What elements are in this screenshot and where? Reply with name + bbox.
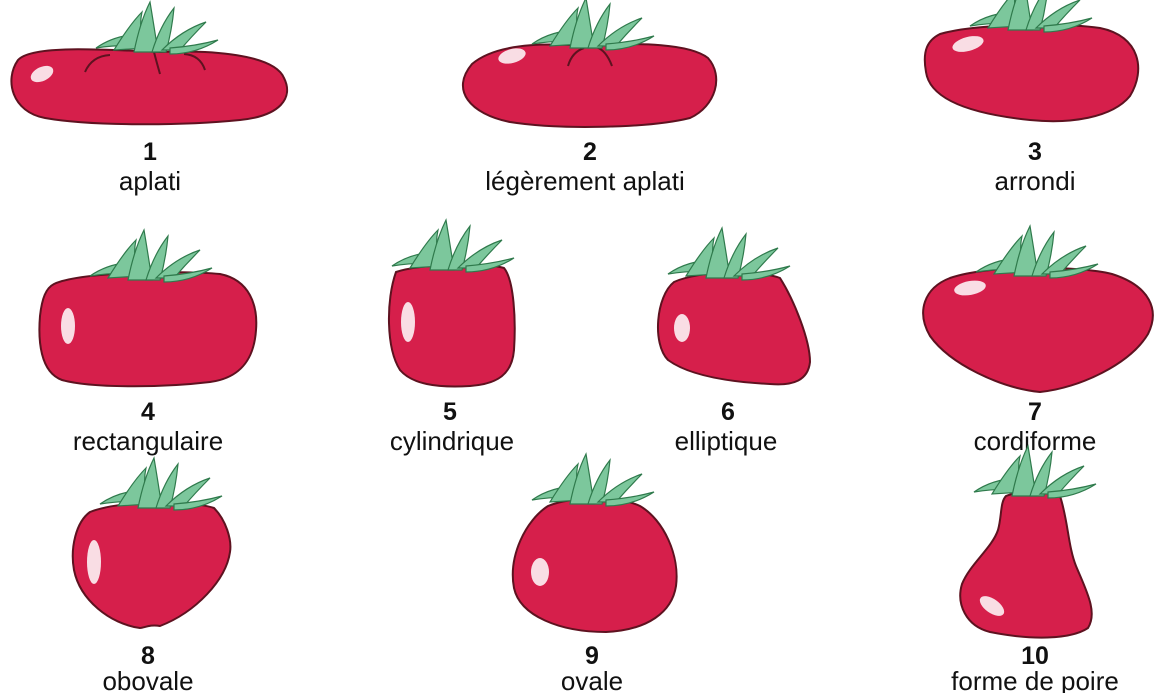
tomato-number-7: 7 — [1028, 398, 1042, 426]
tomato-label-8: obovale — [102, 666, 193, 693]
elliptic-tomato-icon — [658, 228, 810, 384]
tomato-label-1: aplati — [119, 166, 181, 196]
tomato-item-1: 1 aplati — [11, 2, 287, 196]
tomato-item-8: 8 obovale — [73, 458, 231, 693]
tomato-label-2: légèrement aplati — [485, 166, 684, 196]
tomato-label-10: forme de poire — [951, 666, 1119, 693]
tomato-item-9: 9 ovale — [513, 454, 677, 693]
heart-shaped-tomato-icon — [923, 226, 1153, 392]
tomato-item-4: 4 rectangulaire — [39, 230, 256, 456]
tomato-number-3: 3 — [1028, 138, 1042, 166]
tomato-item-3: 3 arrondi — [925, 0, 1138, 196]
tomato-number-2: 2 — [583, 138, 597, 166]
obovate-tomato-icon — [73, 458, 231, 628]
round-tomato-icon — [925, 0, 1138, 121]
tomato-item-7: 7 cordiforme — [923, 226, 1153, 456]
tomato-label-3: arrondi — [995, 166, 1076, 196]
cylindrical-tomato-icon — [389, 220, 515, 386]
tomato-number-6: 6 — [721, 398, 735, 426]
rectangular-tomato-icon — [39, 230, 256, 386]
pear-shaped-tomato-icon — [960, 446, 1096, 638]
tomato-number-5: 5 — [443, 398, 457, 426]
tomato-label-4: rectangulaire — [73, 426, 223, 456]
tomato-label-9: ovale — [561, 666, 623, 693]
tomato-item-2: 2 légèrement aplati — [463, 0, 716, 196]
slightly-flat-tomato-icon — [463, 0, 716, 127]
tomato-number-1: 1 — [143, 138, 157, 166]
tomato-label-5: cylindrique — [390, 426, 514, 456]
oval-tomato-icon — [513, 454, 677, 632]
flat-tomato-icon — [11, 2, 287, 124]
tomato-item-6: 6 elliptique — [658, 228, 810, 456]
tomato-label-6: elliptique — [675, 426, 778, 456]
tomato-item-10: 10 forme de poire — [951, 446, 1119, 693]
tomato-number-4: 4 — [141, 398, 155, 426]
tomato-item-5: 5 cylindrique — [389, 220, 515, 456]
tomato-label-7: cordiforme — [974, 426, 1097, 456]
